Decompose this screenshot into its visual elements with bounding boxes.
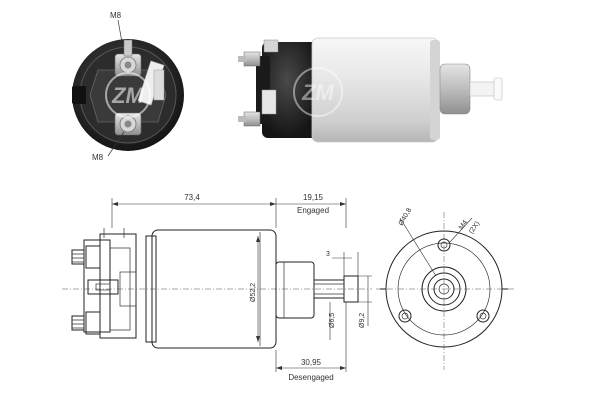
boss-ring <box>427 272 461 306</box>
front-drawing: Ø40,8 M4 (2X) <box>376 207 516 370</box>
watermark-logo: ZM <box>105 72 151 118</box>
offset-ext-lines <box>343 252 359 276</box>
plunger-tip <box>469 81 497 97</box>
flange-inner <box>397 242 491 336</box>
plunger <box>439 63 471 115</box>
mount-hole-right <box>476 309 490 323</box>
svg-text:ZM: ZM <box>111 83 144 108</box>
disengaged-ext-lines <box>275 302 347 372</box>
mount-qty-label: (2X) <box>468 220 481 235</box>
engaged-text-label: Engaged <box>297 206 329 215</box>
front-centerlines <box>376 212 516 370</box>
side-bottom-stud <box>238 111 261 127</box>
top-thread-label: M8 <box>110 11 122 20</box>
engaged-arrow <box>340 202 346 206</box>
mount-hole-left <box>398 309 412 323</box>
drawing-body <box>145 229 315 349</box>
side-view-photo: ZM <box>238 37 503 143</box>
plug-tab <box>72 86 86 104</box>
boss-outer <box>421 266 467 312</box>
shaft-diameter-label: Ø6,5 <box>329 313 336 328</box>
bolt-circle-leader <box>399 217 437 277</box>
plunger-offset-label: 3 <box>326 251 330 258</box>
top-thread-leader <box>117 19 124 49</box>
boss-bore <box>433 278 455 300</box>
engaged-value-label: 19,15 <box>303 193 324 202</box>
overall-ext-lines <box>111 198 277 228</box>
plunger-cap <box>493 77 503 101</box>
drawing-plunger <box>313 275 359 303</box>
side-drawing: 73,4 19,15 Engaged 3 Ø52,2 Ø6,5 Ø9,2 30,… <box>62 193 372 382</box>
mount-thread-leader <box>449 217 473 243</box>
disengaged-text-label: Desengaged <box>288 373 333 382</box>
head-diameter-dim <box>358 275 372 326</box>
mount-hole-top <box>437 238 451 252</box>
watermark-logo-2: ZM <box>293 67 343 117</box>
side-spade <box>261 89 277 115</box>
bottom-thread-label: M8 <box>92 153 104 162</box>
mount-thread-label: M4 <box>458 219 469 231</box>
bottom-thread-leader <box>107 131 125 157</box>
overall-length-label: 73,4 <box>184 193 200 202</box>
body-end-ring <box>430 40 440 140</box>
end-view-photo: ZM M8 M8 <box>72 11 184 162</box>
disengaged-value-label: 30,95 <box>301 358 322 367</box>
top-stud <box>114 39 142 77</box>
side-top-stud <box>238 39 279 67</box>
spade-terminal-side <box>153 69 165 101</box>
bolt-circle-label: Ø40,8 <box>398 207 414 227</box>
plunger-end <box>438 283 450 295</box>
head-diameter-label: Ø9,2 <box>359 313 366 328</box>
body-diameter-label: Ø52,2 <box>250 283 257 302</box>
drawing-terminal-block <box>71 228 137 339</box>
svg-text:ZM: ZM <box>301 80 334 105</box>
